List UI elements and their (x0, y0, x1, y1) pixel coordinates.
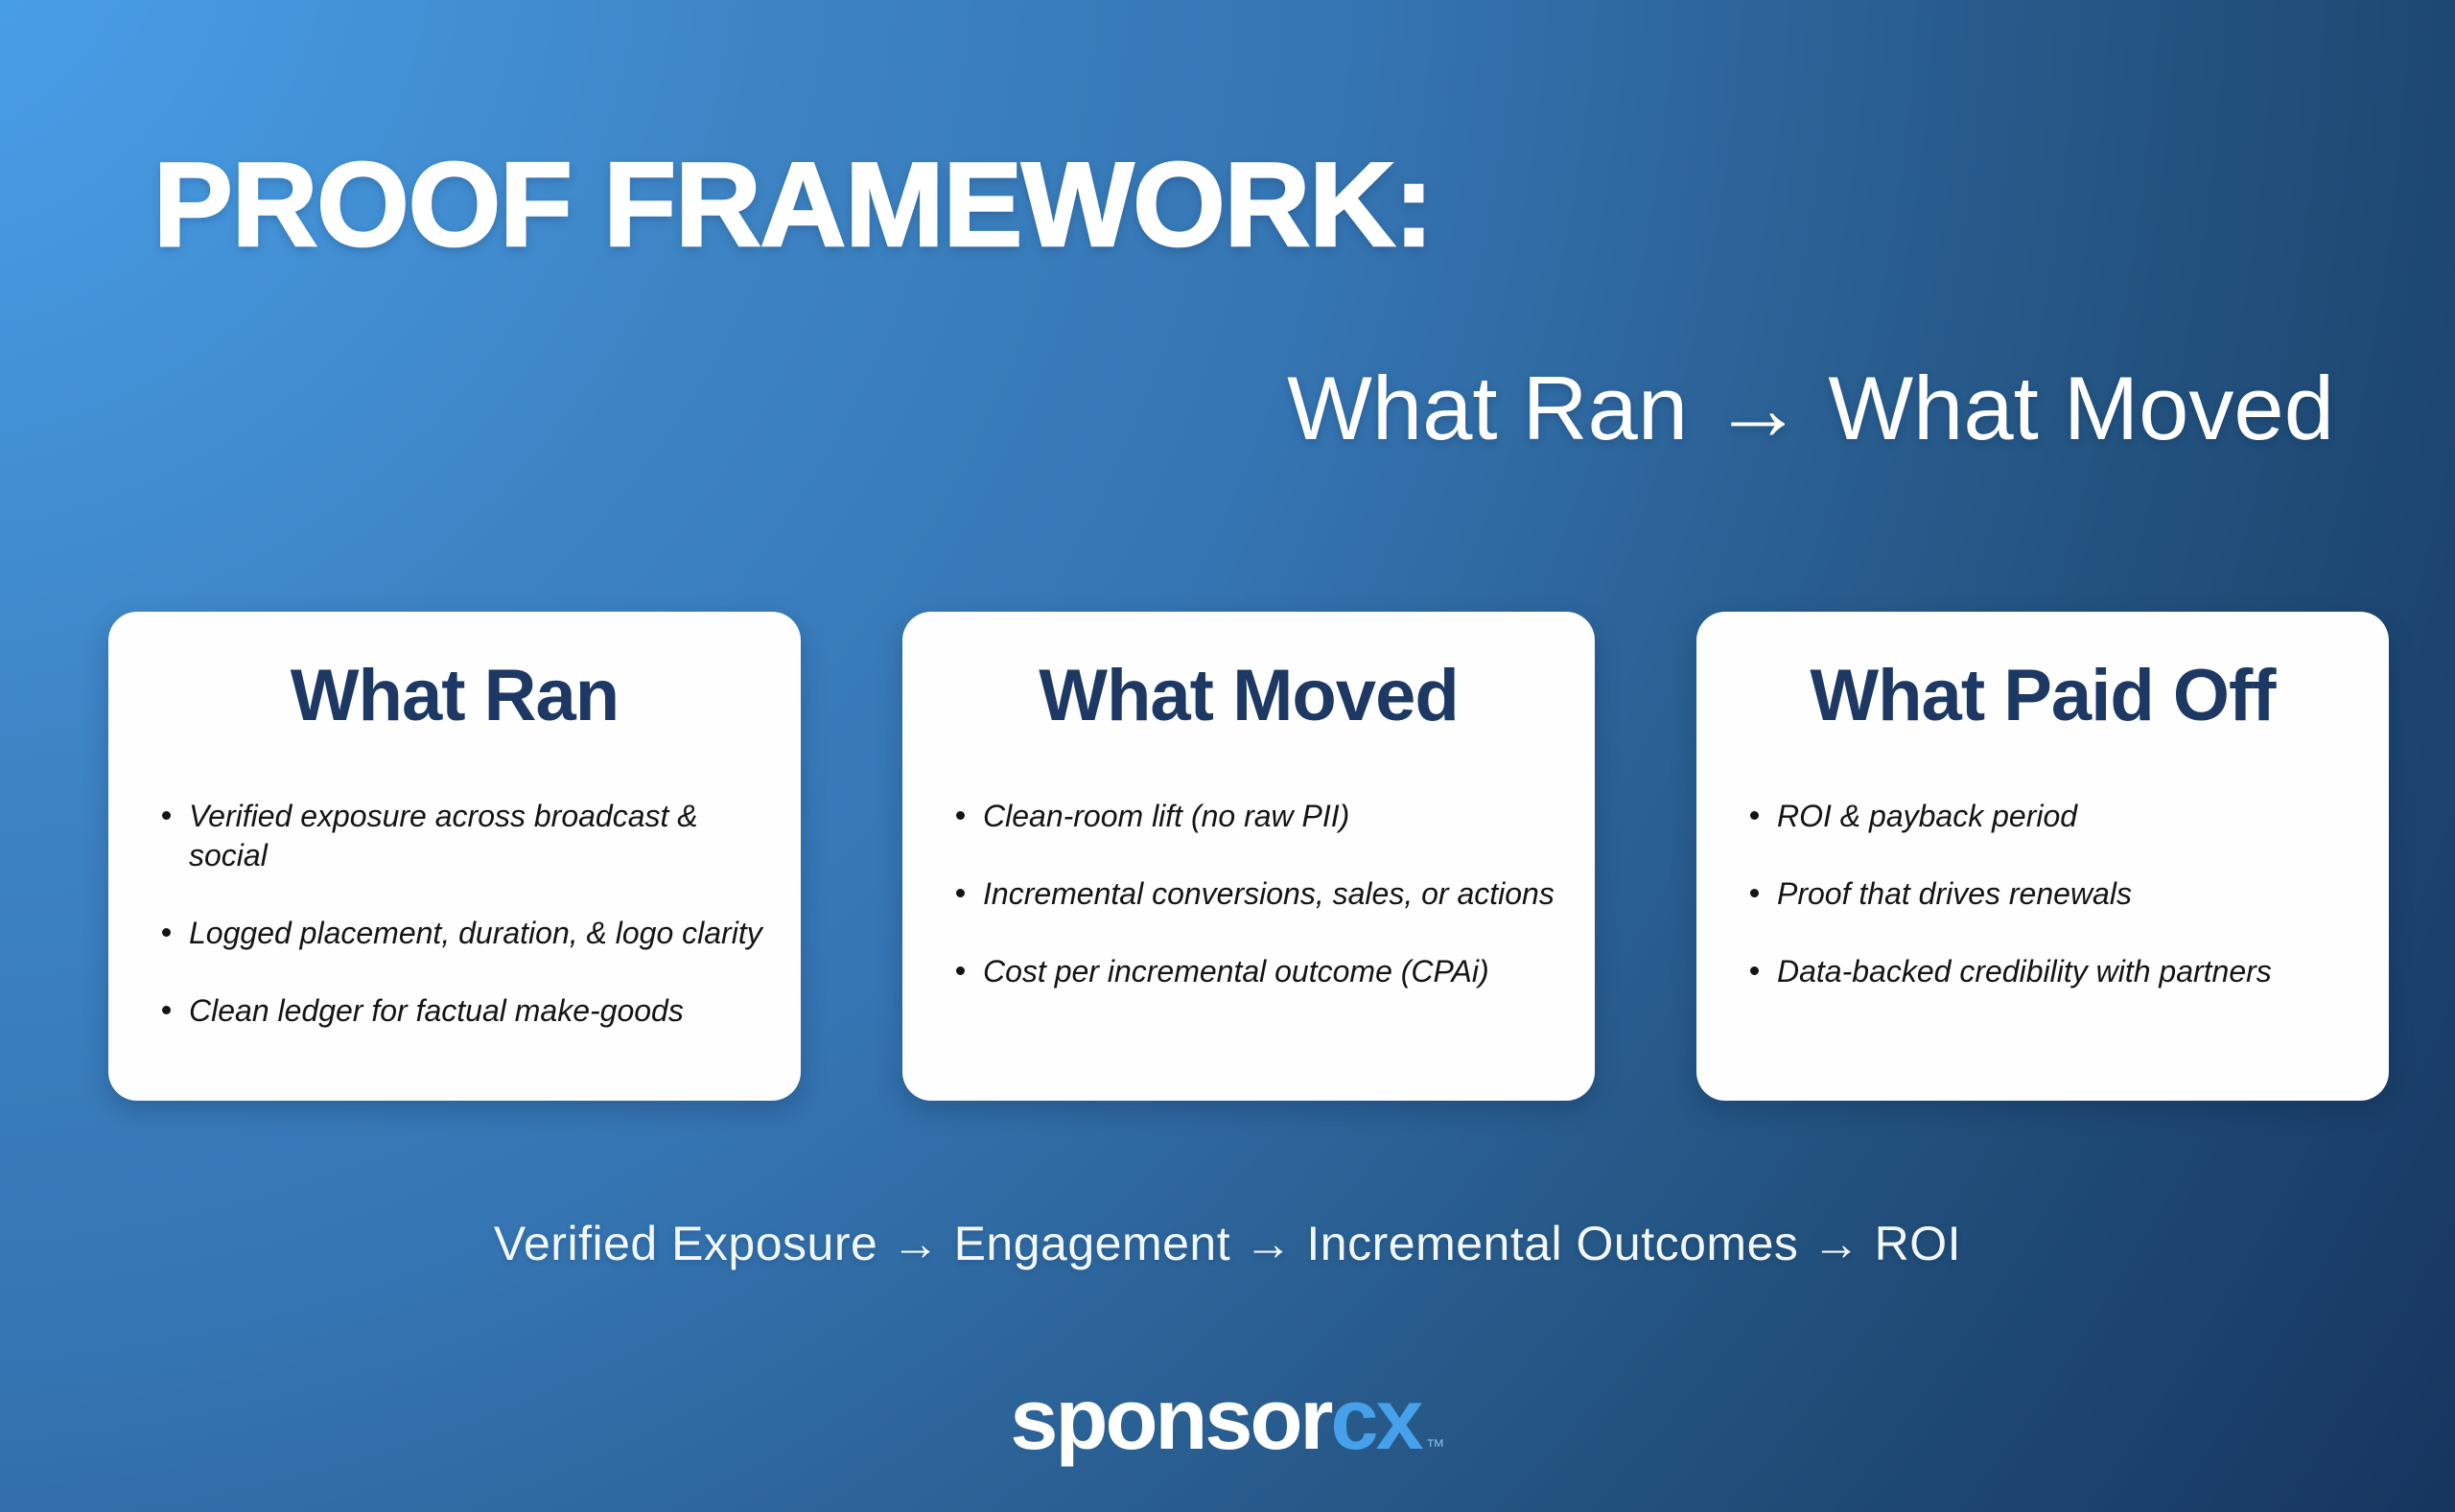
bullet-item: Data-backed credibility with partners (1750, 952, 2360, 991)
bullet-item: Logged placement, duration, & logo clari… (162, 914, 772, 953)
card-what-ran: What Ran Verified exposure across broadc… (108, 612, 801, 1101)
bullet-item: Incremental conversions, sales, or actio… (956, 874, 1566, 914)
card-what-paid-off: What Paid Off ROI & payback period Proof… (1696, 612, 2389, 1101)
card-what-moved: What Moved Clean-room lift (no raw PII) … (902, 612, 1595, 1101)
bullet-list: ROI & payback period Proof that drives r… (1696, 797, 2360, 991)
logo-word-cx: cx (1330, 1372, 1423, 1468)
bullet-list: Clean-room lift (no raw PII) Incremental… (902, 797, 1566, 991)
bullet-item: Clean-room lift (no raw PII) (956, 797, 1566, 836)
bullet-item: Verified exposure across broadcast & soc… (162, 797, 772, 875)
page-subtitle: What Ran → What Moved (1287, 358, 2334, 458)
card-heading: What Moved (1039, 655, 1460, 736)
bullet-item: Clean ledger for factual make-goods (162, 991, 772, 1031)
logo-trademark-symbol: ™ (1425, 1436, 1445, 1457)
flow-statement: Verified Exposure → Engagement → Increme… (493, 1217, 1962, 1270)
logo-word-sponsor: sponsor (1010, 1372, 1333, 1468)
bullet-item: Cost per incremental outcome (CPAi) (956, 952, 1566, 991)
bullet-item: ROI & payback period (1750, 797, 2360, 836)
card-heading: What Ran (290, 655, 620, 736)
cards-row: What Ran Verified exposure across broadc… (108, 612, 2389, 1101)
card-heading: What Paid Off (1810, 655, 2276, 736)
bullet-list: Verified exposure across broadcast & soc… (108, 797, 772, 1031)
bullet-item: Proof that drives renewals (1750, 874, 2360, 914)
page-title: PROOF FRAMEWORK: (152, 139, 1436, 271)
